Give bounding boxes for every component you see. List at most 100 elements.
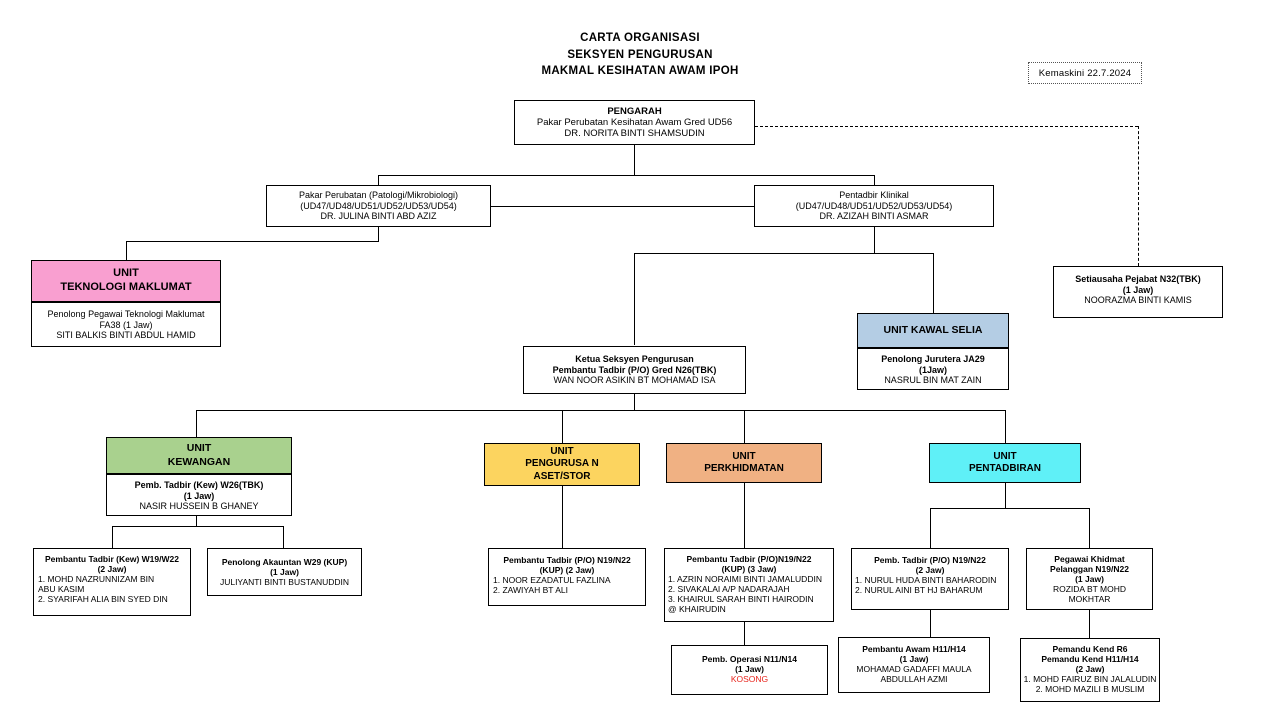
unit-header-pentadbiran[interactable]: UNIT PENTADBIRAN	[929, 443, 1081, 483]
node-pengarah-grade: Pakar Perubatan Kesihatan Awam Gred UD56	[536, 117, 733, 129]
node-pemb-operasi-count: (1 Jaw)	[735, 664, 764, 675]
node-pengarah-title: PENGARAH	[607, 106, 662, 117]
node-akauntan-post: Penolong Akauntan W29 (KUP)	[221, 557, 348, 567]
connector	[196, 410, 1005, 411]
node-pembantu-tadbir-pentadbiran[interactable]: Pemb. Tadbir (P/O) N19/N22 (2 Jaw) 1. NU…	[851, 548, 1009, 610]
node-setiausaha-name: NOORAZMA BINTI KAMIS	[1084, 295, 1192, 306]
connector	[634, 394, 635, 410]
title-line-2: SEKSYEN PENGURUSAN	[567, 48, 713, 61]
connector	[283, 526, 284, 548]
node-akauntan-name: JULIYANTI BINTI BUSTANUDDIN	[219, 577, 350, 588]
node-pt-perkhidmatan-name-2: 2. SIVAKALAI A/P NADARAJAH	[668, 584, 790, 595]
connector	[378, 175, 379, 189]
node-pembantu-awam-name-1: MOHAMAD GADAFFI MAULA	[856, 664, 972, 675]
node-pegawai-khidmat-pelanggan[interactable]: Pegawai Khidmat Pelanggan N19/N22 (1 Jaw…	[1026, 548, 1153, 610]
node-unit-it-name: SITI BALKIS BINTI ABDUL HAMID	[56, 330, 196, 341]
unit-header-aset-stor[interactable]: UNIT PENGURUSA N ASET/STOR	[484, 443, 640, 486]
node-pentadbir-klinikal-grade: (UD47/UD48/UD51/UD52/UD53/UD54)	[795, 200, 953, 211]
node-pembantu-tadbir-aset[interactable]: Pembantu Tadbir (P/O) N19/N22 (KUP) (2 J…	[488, 548, 646, 606]
node-setiausaha-pejabat[interactable]: Setiausaha Pejabat N32(TBK) (1 Jaw) NOOR…	[1053, 266, 1223, 318]
node-pt-pentadbiran-post: Pemb. Tadbir (P/O) N19/N22	[874, 555, 986, 565]
node-pemandu-name-1: 1. MOHD FAIRUZ BIN JALALUDIN	[1023, 674, 1157, 685]
node-pemb-operasi-status: KOSONG	[730, 674, 769, 685]
connector	[744, 410, 745, 443]
unit-aset-line-1: UNIT	[550, 445, 574, 457]
node-kawal-selia-count: (1Jaw)	[918, 364, 947, 375]
node-kewangan-name: NASIR HUSSEIN B GHANEY	[139, 501, 259, 512]
unit-pentadbiran-line-1: UNIT	[993, 450, 1017, 462]
unit-header-kewangan[interactable]: UNIT KEWANGAN	[106, 437, 292, 474]
connector-dashed	[755, 126, 1138, 127]
unit-pentadbiran-line-2: PENTADBIRAN	[968, 463, 1042, 474]
node-pemandu-post-1: Pemandu Kend R6	[1052, 644, 1128, 654]
node-pembantu-operasi[interactable]: Pemb. Operasi N11/N14 (1 Jaw) KOSONG	[671, 645, 828, 695]
node-pt-kew-name-2: 2. SYARIFAH ALIA BIN SYED DIN	[38, 594, 168, 605]
node-ketua-seksyen[interactable]: Ketua Seksyen Pengurusan Pembantu Tadbir…	[523, 346, 746, 394]
node-pemandu-kenderaan[interactable]: Pemandu Kend R6 Pemandu Kend H11/H14 (2 …	[1020, 638, 1160, 702]
node-pt-kew-name-1: 1. MOHD NAZRUNNIZAM BIN	[38, 574, 155, 585]
unit-perkhidmatan-line-1: UNIT	[732, 450, 756, 462]
unit-header-teknologi-maklumat[interactable]: UNIT TEKNOLOGI MAKLUMAT	[31, 260, 221, 302]
unit-header-perkhidmatan[interactable]: UNIT PERKHIDMATAN	[666, 443, 822, 483]
connector	[126, 241, 379, 242]
node-unit-it-body[interactable]: Penolong Pegawai Teknologi Maklumat FA38…	[31, 302, 221, 347]
node-pemb-operasi-post: Pemb. Operasi N11/N14	[702, 654, 797, 664]
node-setiausaha-title: Setiausaha Pejabat N32(TBK)	[1075, 274, 1201, 284]
node-pentadbir-klinikal[interactable]: Pentadbir Klinikal (UD47/UD48/UD51/UD52/…	[754, 185, 994, 227]
node-khidmat-name-2: MOKHTAR	[1068, 594, 1111, 605]
node-pentadbir-klinikal-title: Pentadbir Klinikal	[839, 190, 909, 200]
unit-kewangan-line-1: UNIT	[186, 442, 212, 455]
last-updated-text: Kemaskini 22.7.2024	[1038, 67, 1132, 79]
connector	[1005, 410, 1006, 443]
node-kawal-selia-post: Penolong Jurutera JA29	[881, 354, 985, 364]
node-pakar-perubatan[interactable]: Pakar Perubatan (Patologi/Mikrobiologi) …	[266, 185, 491, 227]
node-ketua-seksyen-name: WAN NOOR ASIKIN BT MOHAMAD ISA	[553, 375, 716, 386]
node-unit-it-post: Penolong Pegawai Teknologi Maklumat	[47, 309, 205, 319]
node-pembantu-awam[interactable]: Pembantu Awam H11/H14 (1 Jaw) MOHAMAD GA…	[838, 637, 990, 693]
connector	[1089, 508, 1090, 548]
node-pt-pentadbiran-name-1: 1. NURUL HUDA BINTI BAHARODIN	[855, 575, 997, 586]
connector	[112, 526, 113, 548]
connector	[634, 145, 635, 175]
node-pakar-perubatan-name: DR. JULINA BINTI ABD AZIZ	[320, 211, 437, 222]
connector	[933, 253, 934, 313]
title-line-1: CARTA ORGANISASI	[580, 32, 700, 44]
connector	[874, 175, 875, 189]
node-pembantu-awam-count: (1 Jaw)	[899, 654, 929, 665]
connector	[930, 508, 931, 548]
node-pt-kew-post: Pembantu Tadbir (Kew) W19/W22	[45, 554, 179, 564]
unit-it-line-2: TEKNOLOGI MAKLUMAT	[60, 281, 192, 293]
node-pt-perkhidmatan-name-3: 3. KHAIRUL SARAH BINTI HAIRODIN	[668, 594, 814, 605]
node-pemandu-post-2: Pemandu Kend H11/H14	[1041, 654, 1139, 665]
unit-aset-line-3: ASET/STOR	[533, 470, 591, 482]
connector	[126, 241, 127, 260]
node-khidmat-name-1: ROZIDA BT MOHD	[1052, 584, 1127, 595]
node-pt-aset-post: Pembantu Tadbir (P/O) N19/N22	[503, 555, 631, 565]
node-pengarah-name: DR. NORITA BINTI SHAMSUDIN	[564, 128, 705, 140]
connector	[1089, 610, 1090, 638]
node-unit-kewangan-body[interactable]: Pemb. Tadbir (Kew) W26(TBK) (1 Jaw) NASI…	[106, 474, 292, 516]
connector	[112, 526, 283, 527]
node-akauntan-count: (1 Jaw)	[270, 567, 299, 578]
node-pt-aset-count: (KUP) (2 Jaw)	[539, 565, 595, 576]
node-penolong-akauntan[interactable]: Penolong Akauntan W29 (KUP) (1 Jaw) JULI…	[207, 548, 362, 596]
node-ketua-seksyen-grade: Pembantu Tadbir (P/O) Gred N26(TBK)	[552, 364, 717, 375]
connector	[634, 253, 635, 345]
node-pakar-perubatan-title: Pakar Perubatan (Patologi/Mikrobiologi)	[298, 190, 459, 200]
unit-header-kawal-selia[interactable]: UNIT KAWAL SELIA	[857, 313, 1009, 348]
node-pembantu-tadbir-kewangan[interactable]: Pembantu Tadbir (Kew) W19/W22 (2 Jaw) 1.…	[33, 548, 191, 616]
node-pt-perkhidmatan-post: Pembantu Tadbir (P/O)N19/N22	[686, 554, 812, 564]
unit-perkhidmatan-line-2: PERKHIDMATAN	[704, 463, 784, 474]
unit-it-line-1: UNIT	[113, 267, 139, 280]
node-unit-kawal-selia-body[interactable]: Penolong Jurutera JA29 (1Jaw) NASRUL BIN…	[857, 348, 1009, 390]
node-pengarah[interactable]: PENGARAH Pakar Perubatan Kesihatan Awam …	[514, 100, 755, 145]
node-pemandu-name-2: 2. MOHD MAZILI B MUSLIM	[1035, 684, 1145, 695]
node-pembantu-tadbir-perkhidmatan[interactable]: Pembantu Tadbir (P/O)N19/N22 (KUP) (3 Ja…	[664, 548, 834, 622]
node-khidmat-post-2: Pelanggan N19/N22	[1050, 564, 1129, 575]
node-pt-pentadbiran-name-2: 2. NURUL AINI BT HJ BAHARUM	[855, 585, 983, 596]
node-pakar-perubatan-grade: (UD47/UD48/UD51/UD52/UD53/UD54)	[300, 200, 457, 211]
node-pt-kew-name-1b: ABU KASIM	[38, 584, 85, 595]
connector	[744, 622, 745, 645]
node-pt-pentadbiran-count: (2 Jaw)	[915, 565, 945, 576]
